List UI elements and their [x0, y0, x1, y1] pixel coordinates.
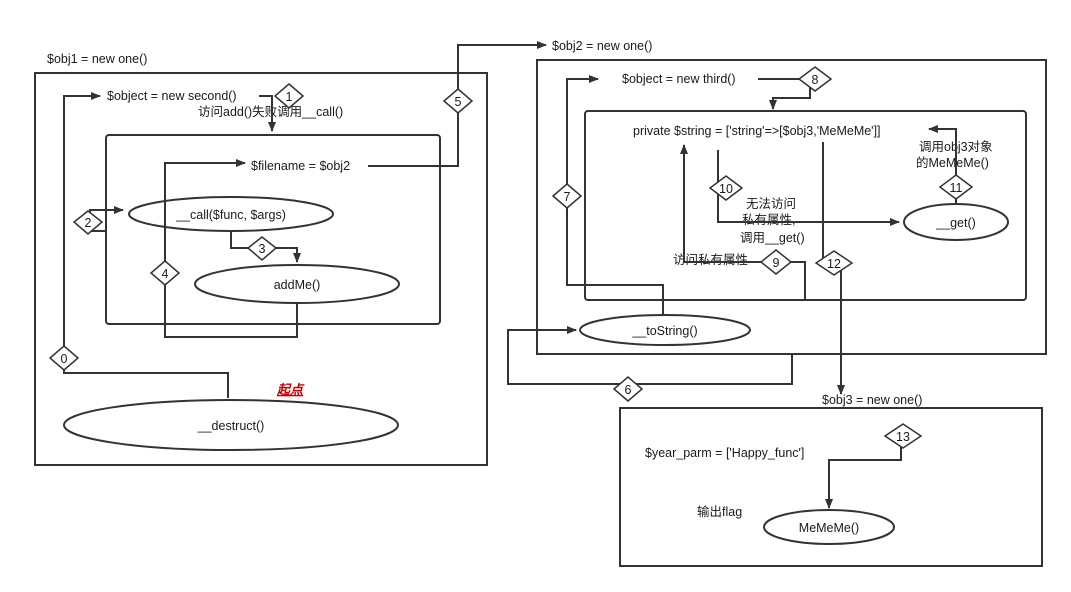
- step-10: 10: [708, 175, 744, 201]
- obj3-year-label: $year_parm = ['Happy_func']: [645, 446, 804, 460]
- svg-text:11: 11: [950, 181, 963, 195]
- obj2-access-label: 访问私有属性: [673, 253, 748, 267]
- step-11: 11: [938, 174, 974, 200]
- edge-6: [507, 326, 793, 385]
- step-12: 12: [814, 250, 854, 276]
- edge-0: [63, 92, 229, 398]
- svg-text:1: 1: [286, 90, 293, 104]
- edge-1: [259, 95, 276, 132]
- obj2-note-private-line3: 调用__get(): [740, 231, 805, 245]
- step-3: 3: [246, 236, 278, 261]
- obj1-filename-label: $filename = $obj2: [251, 159, 350, 173]
- step-0: 0: [48, 345, 80, 371]
- obj2-note-private-line1: 无法访问: [746, 197, 796, 211]
- step-7: 7: [551, 183, 583, 209]
- svg-text:12: 12: [827, 257, 841, 271]
- edge-8: [758, 78, 811, 110]
- step-8: 8: [797, 66, 833, 92]
- addme-ellipse: [194, 264, 400, 304]
- svg-text:8: 8: [812, 73, 819, 87]
- obj2-note-private-line2: 私有属性,: [742, 213, 795, 227]
- step-9: 9: [759, 249, 793, 275]
- step-2: 2: [72, 210, 104, 235]
- step-4: 4: [149, 260, 181, 286]
- svg-text:5: 5: [455, 95, 462, 109]
- step-5: 5: [442, 88, 474, 114]
- edge-7: [566, 75, 664, 315]
- svg-text:4: 4: [162, 267, 169, 281]
- tostring-label: __toString(): [631, 324, 697, 338]
- svg-text:10: 10: [719, 182, 733, 196]
- obj2-object-label: $object = new third(): [622, 72, 736, 86]
- edge-10: [717, 150, 900, 226]
- obj1-object-label: $object = new second(): [107, 89, 237, 103]
- obj2-title: $obj2 = new one(): [552, 39, 652, 53]
- obj2-note-call-line2: 的MeMeMe(): [916, 155, 989, 170]
- svg-text:3: 3: [259, 242, 266, 256]
- obj1-box: [34, 72, 488, 466]
- obj3-title: $obj3 = new one(): [822, 393, 922, 407]
- destruct-ellipse: [63, 399, 399, 451]
- edge-4: [164, 159, 298, 338]
- edge-9: [680, 144, 806, 300]
- step-6: 6: [612, 376, 644, 402]
- svg-text:13: 13: [896, 430, 910, 444]
- obj2-string-label: private $string = ['string'=>[$obj3,'MeM…: [633, 124, 881, 138]
- obj1-title: $obj1 = new one(): [47, 52, 147, 66]
- svg-text:0: 0: [61, 352, 68, 366]
- svg-text:9: 9: [773, 256, 780, 270]
- svg-text:7: 7: [564, 190, 571, 204]
- mememe-ellipse: [763, 509, 895, 545]
- step-1: 1: [273, 83, 305, 109]
- mememe-label: MeMeMe(): [799, 521, 859, 535]
- obj3-box: [619, 407, 1043, 567]
- svg-text:2: 2: [85, 216, 92, 230]
- obj1-second-box: [105, 134, 441, 325]
- tostring-ellipse: [579, 314, 751, 346]
- edge-13: [825, 444, 902, 509]
- obj3-output-label: 输出flag: [697, 504, 742, 519]
- destruct-label: __destruct(): [197, 419, 265, 433]
- svg-text:6: 6: [625, 383, 632, 397]
- get-label: __get(): [935, 216, 976, 230]
- call-label: __call($func, $args): [175, 208, 286, 222]
- obj1-call-note: 访问add()失败调用__call(): [198, 104, 343, 119]
- addme-label: addMe(): [274, 278, 321, 292]
- step-13: 13: [883, 423, 923, 449]
- start-label: 起点: [276, 382, 305, 397]
